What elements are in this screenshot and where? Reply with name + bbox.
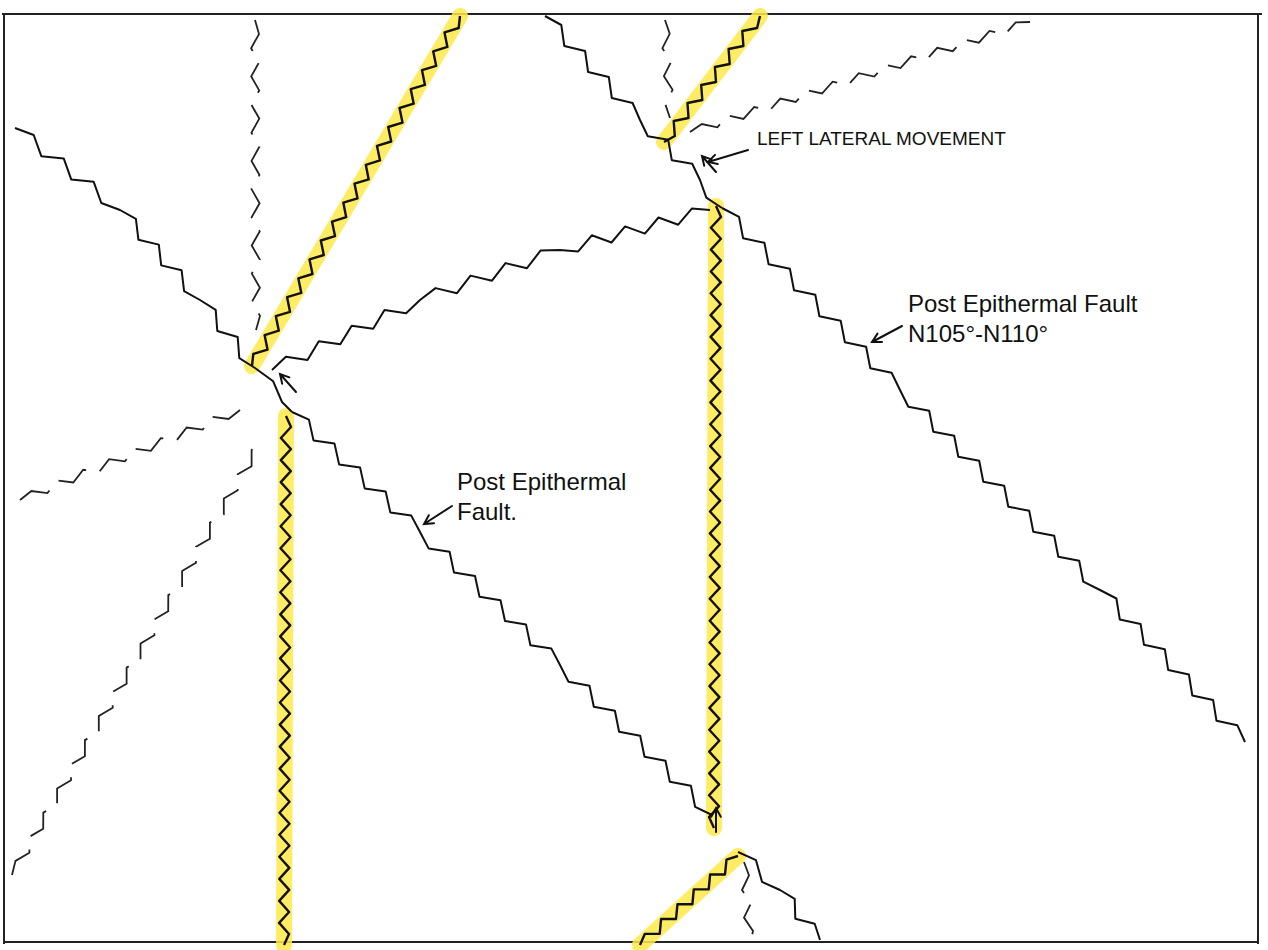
- vein-highlight: [252, 16, 460, 366]
- fault-and-vein-lines: [15, 16, 1245, 945]
- fault-line: [272, 209, 710, 370]
- inferred-fault: [662, 20, 672, 118]
- annotation-label: Post Epithermal Fault N105°-N110°: [905, 288, 1143, 350]
- vein-highlight: [252, 16, 760, 945]
- epithermal-vein: [640, 856, 738, 945]
- vein-highlight: [640, 856, 738, 945]
- epithermal-vein: [279, 416, 291, 945]
- arrow: [424, 506, 452, 524]
- fault-line: [722, 208, 1245, 742]
- fault-line: [545, 16, 722, 208]
- annotation-label: LEFT LATERAL MOVEMENT: [754, 126, 1009, 152]
- movement-arrows: [280, 150, 902, 832]
- inferred-structure: [12, 20, 1030, 945]
- inferred-fault: [742, 862, 753, 945]
- arrow: [280, 374, 296, 392]
- inferred-fault: [12, 440, 262, 875]
- inferred-fault: [251, 20, 260, 330]
- fault-line: [292, 412, 712, 815]
- annotation-label: Post Epithermal Fault.: [454, 466, 660, 528]
- fault-line: [15, 128, 292, 412]
- map-frame: [2, 14, 1262, 944]
- epithermal-vein: [709, 206, 721, 828]
- arrow: [708, 150, 748, 164]
- epithermal-vein: [252, 16, 460, 366]
- vein-highlight: [664, 16, 760, 142]
- arrow: [711, 808, 721, 832]
- fault-line: [738, 852, 820, 940]
- arrow: [872, 326, 902, 342]
- inferred-fault: [690, 22, 1030, 132]
- epithermal-vein: [664, 16, 760, 142]
- inferred-fault: [20, 410, 240, 500]
